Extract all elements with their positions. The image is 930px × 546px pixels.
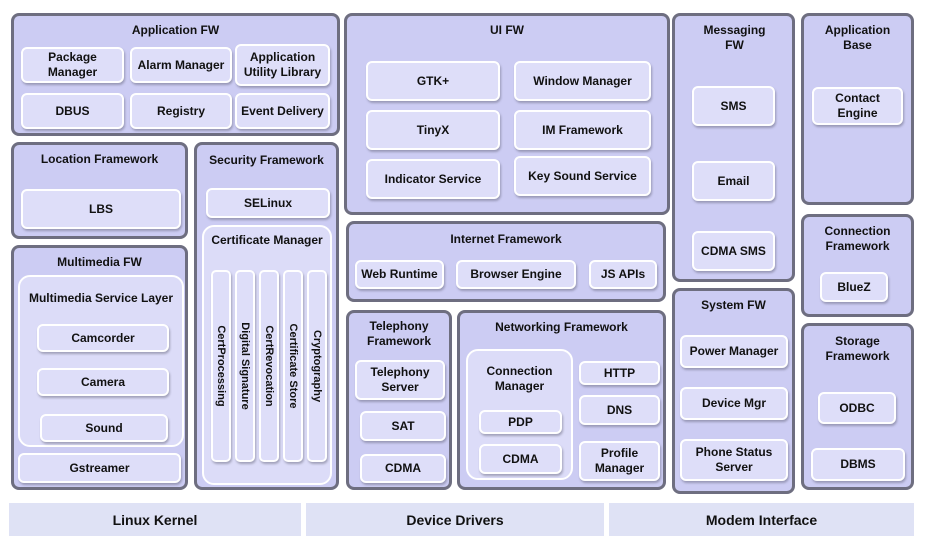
tinyx-box: TinyX [366,110,500,150]
internet-framework-panel: Internet Framework Web Runtime Browser E… [346,221,666,302]
cryptography-label: Cryptography [311,329,323,403]
gstreamer-box: Gstreamer [18,453,181,483]
alarm-manager-box: Alarm Manager [130,47,232,83]
phone-status-server-box: Phone Status Server [680,439,788,481]
camera-box: Camera [37,368,169,396]
certificate-store-box: Certificate Store [283,270,303,462]
storage-framework-panel: Storage Framework ODBC DBMS [801,323,914,490]
dbus-box: DBUS [21,93,124,129]
device-mgr-box: Device Mgr [680,387,788,420]
application-fw-title: Application FW [131,23,220,37]
security-framework-panel: Security Framework SELinux Certificate M… [194,142,339,490]
dns-box: DNS [579,395,660,425]
networking-framework-panel: Networking Framework Connection Manager … [457,310,666,490]
dbms-box: DBMS [811,448,905,481]
ui-fw-panel: UI FW GTK+ Window Manager TinyX IM Frame… [344,13,670,215]
application-base-title: Application Base [824,23,891,52]
cert-processing-label: CertProcessing [215,325,227,407]
multimedia-fw-title: Multimedia FW [57,255,142,269]
connection-cdma-box: CDMA [479,444,562,474]
ui-fw-title: UI FW [490,23,524,37]
networking-framework-title: Networking Framework [495,320,628,334]
sound-box: Sound [40,414,168,442]
sat-box: SAT [360,411,446,441]
modem-interface-bar: Modem Interface [609,503,914,536]
device-drivers-bar: Device Drivers [306,503,604,536]
cert-processing-box: CertProcessing [211,270,231,462]
telephony-framework-title: Telephony Framework [366,319,432,348]
camcorder-box: Camcorder [37,324,169,352]
multimedia-service-layer-title: Multimedia Service Layer [28,291,174,305]
event-delivery-box: Event Delivery [235,93,330,129]
gtk-box: GTK+ [366,61,500,101]
location-framework-panel: Location Framework LBS [11,142,188,239]
pdp-box: PDP [479,410,562,434]
system-fw-panel: System FW Power Manager Device Mgr Phone… [672,288,795,494]
telephony-cdma-box: CDMA [360,454,446,483]
cdma-sms-box: CDMA SMS [692,231,775,271]
application-utility-library-box: Application Utility Library [235,44,330,86]
connection-framework-panel: Connection Framework BlueZ [801,214,914,317]
cert-revocation-box: CertRevocation [259,270,279,462]
cryptography-box: Cryptography [307,270,327,462]
certificate-manager-title: Certificate Manager [211,233,323,247]
system-fw-title: System FW [701,298,766,312]
bluez-box: BlueZ [820,272,888,302]
multimedia-service-layer-container: Multimedia Service Layer Camcorder Camer… [18,275,184,447]
digital-signature-box: Digital Signature [235,270,255,462]
telephony-framework-panel: Telephony Framework Telephony Server SAT… [346,310,452,490]
email-box: Email [692,161,775,201]
power-manager-box: Power Manager [680,335,788,368]
profile-manager-box: Profile Manager [579,441,660,481]
linux-kernel-bar: Linux Kernel [9,503,301,536]
application-fw-panel: Application FW Package Manager Alarm Man… [11,13,340,136]
lbs-box: LBS [21,189,181,229]
connection-manager-title: Connection Manager [486,364,553,393]
security-framework-title: Security Framework [209,153,324,167]
telephony-server-box: Telephony Server [355,360,445,400]
connection-framework-title: Connection Framework [824,224,891,253]
certificate-store-label: Certificate Store [287,323,299,409]
contact-engine-box: Contact Engine [812,87,903,125]
digital-signature-label: Digital Signature [239,322,251,410]
package-manager-box: Package Manager [21,47,124,83]
registry-box: Registry [130,93,232,129]
sms-box: SMS [692,86,775,126]
selinux-box: SELinux [206,188,330,218]
web-runtime-box: Web Runtime [355,260,444,289]
http-box: HTTP [579,361,660,385]
certificate-manager-container: Certificate Manager CertProcessing Digit… [202,225,332,485]
cert-revocation-label: CertRevocation [263,325,275,407]
storage-framework-title: Storage Framework [825,334,890,363]
js-apis-box: JS APIs [589,260,657,289]
window-manager-box: Window Manager [514,61,651,101]
internet-framework-title: Internet Framework [450,232,562,246]
connection-manager-container: Connection Manager PDP CDMA [466,349,573,480]
messaging-fw-panel: Messaging FW SMS Email CDMA SMS [672,13,795,282]
multimedia-fw-panel: Multimedia FW Multimedia Service Layer C… [11,245,188,490]
indicator-service-box: Indicator Service [366,159,500,199]
application-base-panel: Application Base Contact Engine [801,13,914,205]
key-sound-service-box: Key Sound Service [514,156,651,196]
messaging-fw-title: Messaging FW [703,23,766,52]
location-framework-title: Location Framework [40,152,159,166]
im-framework-box: IM Framework [514,110,651,150]
odbc-box: ODBC [818,392,896,424]
browser-engine-box: Browser Engine [456,260,576,289]
